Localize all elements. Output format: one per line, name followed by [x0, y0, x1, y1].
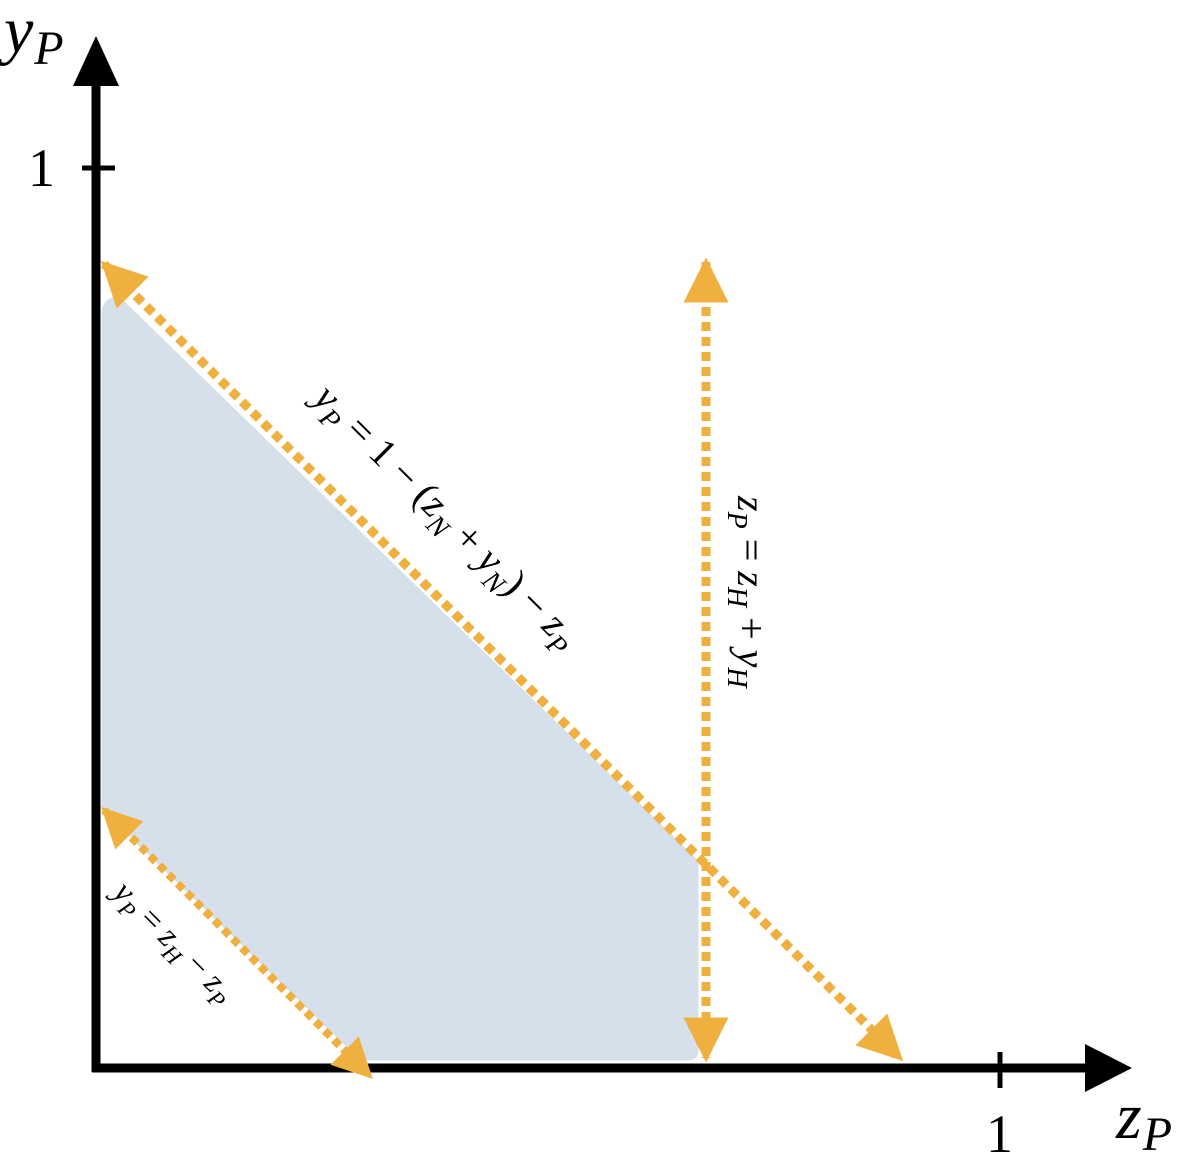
vertical-eq-part: H: [721, 586, 752, 609]
vertical-equation-label: zP = zH + yH: [721, 495, 774, 689]
vertical-eq-part: H: [721, 666, 752, 689]
vertical-eq-part: y: [729, 646, 774, 668]
upper-diagonal-constraint: [100, 260, 904, 1062]
vertical-eq-part: z: [729, 495, 774, 512]
y-tick-label: 1: [28, 138, 55, 198]
vertical-eq-part: z: [729, 570, 774, 587]
vertical-eq-part: +: [729, 607, 774, 650]
y-axis-label: yP: [0, 0, 64, 75]
x-tick-label: 1: [986, 1104, 1013, 1160]
upper-diagonal-eq-part: = 1 − (: [330, 399, 446, 514]
vertical-eq-part: P: [721, 511, 752, 529]
vertical-eq-part: =: [729, 529, 774, 572]
x-axis-arrowhead: [1085, 1044, 1132, 1092]
x-axis-label: zP: [1115, 1080, 1172, 1160]
lower-diagonal-constraint: [101, 807, 373, 1079]
y-axis-arrowhead: [73, 36, 119, 86]
